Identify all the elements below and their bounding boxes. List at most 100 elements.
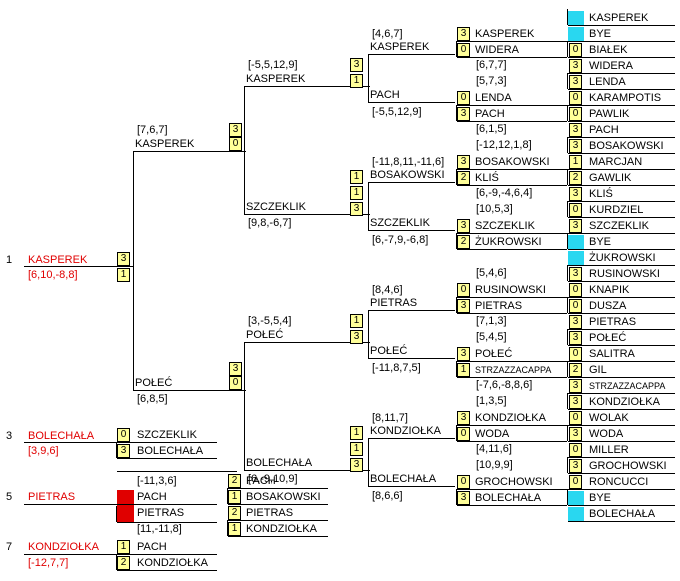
r64-player: SZCZEKLIK (589, 220, 649, 232)
r32-player-1: RUSINOWSKI (475, 284, 546, 296)
bracket-line (568, 185, 675, 186)
r64-score: 2 (569, 363, 582, 377)
bracket-line (368, 54, 369, 102)
bracket-line (457, 361, 567, 362)
bye-slot (568, 251, 584, 266)
sf-box-1: 3 (229, 123, 242, 137)
match-score: [4,11,6] (476, 443, 512, 455)
bracket-line (457, 105, 567, 106)
qf-box: 3 (350, 202, 363, 216)
bracket-line (457, 233, 567, 234)
seventh-box-1: 1 (117, 540, 130, 554)
bracket-line (227, 488, 228, 504)
bracket-line (228, 504, 328, 505)
qf-score: [9,8,-6,7] (248, 217, 292, 229)
qf-score-1: 1 (350, 170, 363, 184)
bracket-line (457, 505, 567, 506)
r16-score: [6,-7,9,-6,8] (372, 234, 429, 246)
place-rank: 3 (6, 430, 13, 442)
bracket-line (568, 57, 675, 58)
r32-score-2: 2 (457, 235, 470, 249)
qf-winner: POŁEĆ (246, 329, 284, 341)
third-box-2: 3 (117, 444, 130, 458)
r32-player-2: PACH (475, 108, 505, 120)
place-rank: 7 (6, 541, 13, 553)
r64-player: PACH (589, 124, 619, 136)
sf-box-1: 3 (229, 362, 242, 376)
bracket-line (568, 361, 675, 362)
bracket-line (568, 137, 675, 138)
r64-score: 3 (569, 219, 582, 233)
r32-player-1: LENDA (475, 92, 512, 104)
r32-player-1: BOSAKOWSKI (475, 156, 550, 168)
third-player-2: BOLECHAŁA (137, 445, 204, 457)
r32-score-1: 3 (457, 347, 470, 361)
bracket-line (568, 249, 675, 250)
fifth-pre-box: 1 (228, 522, 241, 536)
r64-score: 0 (569, 43, 582, 57)
bracket-line (568, 473, 675, 474)
bracket-line (228, 488, 328, 489)
bracket-line (457, 169, 567, 170)
r32-score-1: 3 (457, 27, 470, 41)
bracket-line (457, 185, 567, 186)
match-score: [-7,6,-8,8,6] (476, 379, 533, 391)
bracket-line (568, 441, 675, 442)
bracket-line (568, 233, 675, 234)
bracket-line (117, 504, 217, 505)
r64-score: 0 (569, 475, 582, 489)
seventh-box-2: 2 (117, 556, 130, 570)
match-score: [5,7,3] (476, 75, 507, 87)
sf-score: [7,6,7] (137, 124, 168, 136)
bracket-line (568, 73, 675, 74)
bracket-line (244, 214, 370, 215)
r32-score-2: 3 (457, 299, 470, 313)
fifth-pre-box: 1 (228, 490, 241, 504)
bye-slot (568, 11, 584, 26)
r64-score: 3 (569, 123, 582, 137)
r64-player: WODA (589, 428, 624, 440)
r64-player: KURDZIEL (589, 204, 644, 216)
bye-slot (568, 507, 584, 522)
r32-score-2: 0 (457, 427, 470, 441)
bracket-line (457, 297, 567, 298)
bracket-line (567, 457, 568, 473)
bracket-line (456, 105, 457, 121)
bracket-line (368, 310, 455, 311)
r16-score: [8,4,6] (372, 284, 403, 296)
bracket-line (457, 57, 567, 58)
bracket-line (117, 442, 217, 443)
bracket-line (456, 425, 457, 441)
bracket-line (568, 329, 675, 330)
bracket-line (567, 233, 568, 249)
match-score: [5,4,5] (476, 331, 507, 343)
fifth-pre-box: 2 (228, 474, 241, 488)
third-box-1: 0 (117, 428, 130, 442)
qf-score: [-5,5,12,9] (248, 59, 298, 71)
loser-box (117, 506, 134, 522)
place-rank: 1 (6, 254, 13, 266)
qf-score-1: 1 (350, 426, 363, 440)
r64-score: 0 (569, 91, 582, 105)
bracket-line (244, 342, 370, 343)
r32-player-2: STRZAZZACAPPA (475, 365, 552, 375)
seventh-player-2: KONDZIOŁKA (137, 557, 208, 569)
bracket-line (567, 201, 568, 217)
sf-score: [6,8,5] (137, 393, 168, 405)
bracket-line (227, 520, 228, 536)
bracket-line (567, 393, 568, 409)
r64-player: MARCJAN (589, 156, 643, 168)
bracket-line (457, 313, 567, 314)
bracket-line (567, 41, 568, 57)
bracket-line (228, 536, 328, 537)
bracket-line (24, 554, 119, 555)
bracket-line (116, 442, 117, 458)
r16-score: [-11,8,7,5] (372, 362, 421, 374)
fifth-pre-p3: PIETRAS (246, 507, 294, 519)
r64-score: 3 (569, 395, 582, 409)
bracket-line (568, 89, 675, 90)
r16-winner: KASPEREK (370, 41, 430, 53)
bracket-line (368, 102, 455, 103)
match-score: [5,4,6] (476, 267, 507, 279)
